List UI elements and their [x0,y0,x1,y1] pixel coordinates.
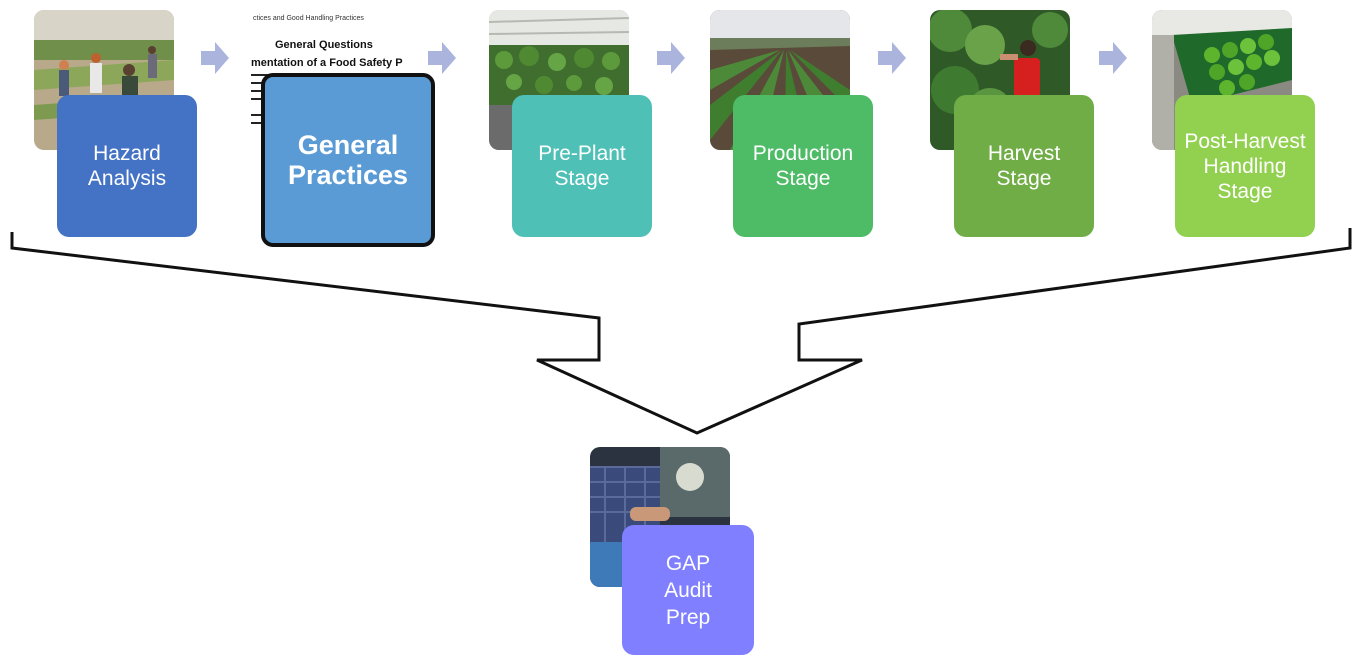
stage-general-practices: General Practices [261,73,435,247]
document-rule [251,122,263,124]
document-rule [251,98,261,100]
document-rule [251,114,263,116]
stage-production: Production Stage [733,95,873,237]
document-rule [251,82,269,84]
result-gap-audit-prep: GAP Audit Prep [622,525,754,655]
flow-arrow-icon [1099,42,1127,74]
flow-arrow-icon [201,42,229,74]
stage-harvest: Harvest Stage [954,95,1094,237]
document-rule [251,90,265,92]
flow-arrow-icon [428,42,456,74]
document-header-text: ctices and Good Handling Practices [253,15,364,22]
document-title-text: General Questions [275,39,373,51]
stage-hazard-analysis: Hazard Analysis [57,95,197,237]
flow-arrow-icon [657,42,685,74]
flow-arrow-icon [878,42,906,74]
stage-post-harvest-handling: Post-Harvest Handling Stage [1175,95,1315,237]
document-subtitle-text: mentation of a Food Safety Pro [251,57,403,69]
stage-pre-plant: Pre-Plant Stage [512,95,652,237]
